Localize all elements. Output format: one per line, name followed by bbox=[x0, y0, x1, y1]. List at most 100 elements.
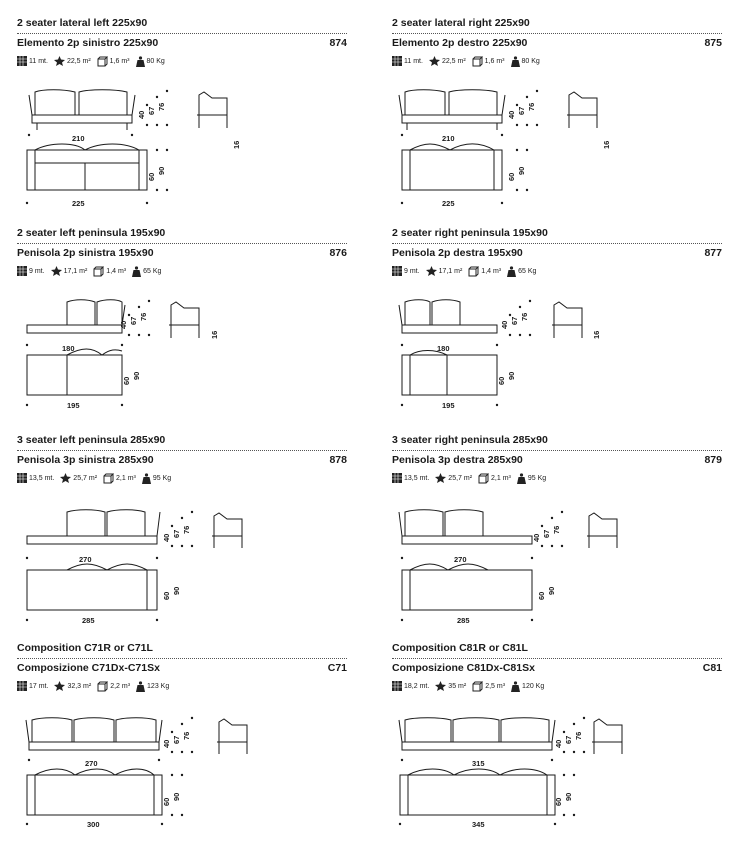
side-view bbox=[567, 91, 598, 128]
sofa-drawing: 270 285 40 67 76 60 90 bbox=[398, 509, 618, 625]
product-code: C81 bbox=[702, 662, 722, 674]
fabric-icon bbox=[17, 56, 27, 66]
weight-value: 95 Kg bbox=[527, 474, 547, 482]
spec-row: 17 mt. 32,3 m² 2,2 m³ 123 Kg bbox=[17, 680, 175, 692]
product-card: 2 seater lateral right 225x90 Elemento 2… bbox=[392, 17, 722, 217]
side-view bbox=[552, 301, 583, 338]
sofa-drawing: 210 225 40 67 76 60 90 16 bbox=[398, 89, 611, 208]
dim-h3: 76 bbox=[139, 313, 148, 321]
fabric-icon bbox=[392, 681, 402, 691]
dim-h2: 67 bbox=[147, 107, 156, 115]
fabric-value: 9 mt. bbox=[29, 267, 45, 275]
title-it: Penisola 2p sinistra 195x90 bbox=[17, 247, 154, 259]
front-view bbox=[28, 89, 136, 130]
weight-value: 120 Kg bbox=[522, 682, 545, 690]
dim-back: 315 bbox=[472, 759, 485, 768]
divider bbox=[17, 33, 347, 34]
dim-seat: 285 bbox=[82, 616, 95, 625]
dim-h2: 67 bbox=[129, 317, 138, 325]
dim-h2: 67 bbox=[564, 736, 573, 744]
leather-icon bbox=[53, 56, 65, 66]
sofa-drawing: 315 345 40 67 76 60 90 bbox=[398, 716, 623, 829]
leather-value: 22,5 m² bbox=[441, 57, 466, 65]
fabric-value: 13,5 mt. bbox=[29, 474, 55, 482]
divider bbox=[17, 243, 347, 244]
box-icon bbox=[93, 266, 105, 276]
sofa-drawing: 180 195 40 67 76 60 90 16 bbox=[398, 299, 601, 410]
dim-h3: 76 bbox=[527, 103, 536, 111]
weight-icon bbox=[136, 680, 146, 692]
dim-side: 16 bbox=[232, 141, 241, 149]
dim-seat: 300 bbox=[87, 820, 100, 829]
sofa-drawing: 270 300 40 67 76 60 90 bbox=[25, 716, 248, 829]
leather-value: 17,1 m² bbox=[438, 267, 463, 275]
volume-value: 2,5 m³ bbox=[485, 682, 506, 690]
title-it: Penisola 3p sinistra 285x90 bbox=[17, 454, 154, 466]
side-view bbox=[587, 512, 618, 548]
product-code: 876 bbox=[329, 247, 347, 259]
dim-h1: 40 bbox=[162, 534, 171, 542]
title-it: Elemento 2p sinistro 225x90 bbox=[17, 37, 159, 49]
dim-h3: 76 bbox=[574, 732, 583, 740]
dim-h2: 67 bbox=[172, 736, 181, 744]
volume-value: 2,2 m³ bbox=[110, 682, 131, 690]
title-it: Penisola 3p destra 285x90 bbox=[392, 454, 523, 466]
top-view bbox=[401, 563, 533, 611]
top-view bbox=[26, 143, 148, 191]
dim-seat: 225 bbox=[442, 199, 455, 208]
divider bbox=[392, 33, 722, 34]
leather-value: 25,7 m² bbox=[448, 474, 473, 482]
fabric-icon bbox=[392, 266, 402, 276]
side-view bbox=[217, 718, 248, 754]
dim-side: 16 bbox=[210, 331, 219, 339]
volume-value: 2,1 m³ bbox=[491, 474, 511, 482]
title-en: Composition C81R or C81L bbox=[392, 642, 528, 654]
fabric-value: 11 mt. bbox=[29, 57, 48, 65]
title-it: Elemento 2p destro 225x90 bbox=[392, 37, 528, 49]
top-view bbox=[401, 143, 503, 191]
fabric-icon bbox=[392, 473, 402, 483]
front-view bbox=[26, 509, 161, 545]
top-view bbox=[401, 350, 498, 396]
leather-icon bbox=[54, 681, 66, 691]
box-icon bbox=[472, 681, 484, 691]
spec-row: 11 mt. 22,5 m² 1,6 m³ 80 Kg bbox=[17, 55, 171, 67]
dim-seat: 195 bbox=[67, 401, 80, 410]
dim-h3: 76 bbox=[520, 313, 529, 321]
dim-h1: 40 bbox=[162, 740, 171, 748]
dim-seat: 195 bbox=[442, 401, 455, 410]
divider bbox=[392, 243, 722, 244]
product-code: 875 bbox=[704, 37, 722, 49]
dim-dots bbox=[400, 299, 532, 407]
dim-dots bbox=[398, 716, 586, 826]
dim-seat: 345 bbox=[472, 820, 485, 829]
dim-d1: 60 bbox=[537, 592, 546, 600]
fabric-value: 17 mt. bbox=[29, 682, 49, 690]
dim-d2: 90 bbox=[172, 793, 181, 801]
top-view bbox=[26, 348, 123, 396]
spec-row: 13,5 mt. 25,7 m² 2,1 m³ 95 Kg bbox=[17, 472, 177, 484]
product-card: Composition C71R or C71L Composizione C7… bbox=[17, 642, 347, 842]
weight-icon bbox=[135, 55, 145, 67]
fabric-icon bbox=[17, 266, 27, 276]
product-card: 2 seater lateral left 225x90 Elemento 2p… bbox=[17, 17, 347, 217]
leather-icon bbox=[425, 266, 437, 276]
front-view bbox=[26, 299, 126, 334]
dim-h1: 40 bbox=[532, 534, 541, 542]
spec-row: 9 mt. 17,1 m² 1,4 m³ 65 Kg bbox=[17, 265, 167, 277]
weight-value: 123 Kg bbox=[147, 682, 170, 690]
dim-d1: 60 bbox=[497, 377, 506, 385]
dim-dots bbox=[400, 89, 539, 205]
weight-value: 65 Kg bbox=[143, 267, 162, 275]
dim-d1: 60 bbox=[162, 592, 171, 600]
product-card: Composition C81R or C81L Composizione C8… bbox=[392, 642, 722, 842]
title-it: Penisola 2p destra 195x90 bbox=[392, 247, 523, 259]
front-view bbox=[398, 509, 533, 545]
dim-d2: 90 bbox=[547, 587, 556, 595]
fabric-value: 9 mt. bbox=[404, 267, 420, 275]
leather-value: 17,1 m² bbox=[63, 267, 88, 275]
box-icon bbox=[472, 56, 483, 66]
dim-h3: 76 bbox=[182, 732, 191, 740]
dim-dots bbox=[25, 716, 194, 826]
fabric-value: 13,5 mt. bbox=[404, 474, 430, 482]
